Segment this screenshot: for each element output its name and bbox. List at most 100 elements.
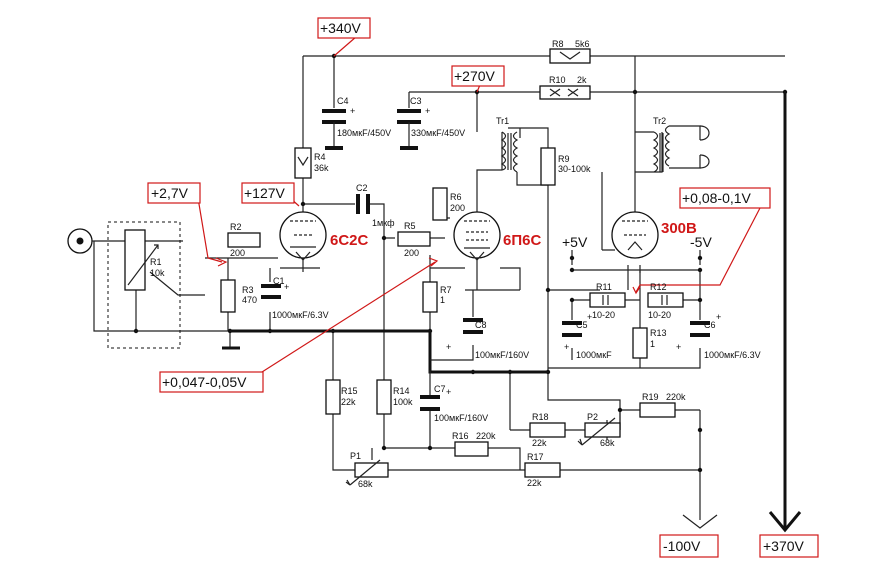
resistor-r19 (639, 402, 676, 418)
label-tr1: Tr1 (496, 116, 509, 126)
value-r5: 200 (404, 248, 419, 258)
tube-name-6p6s: 6П6С (503, 232, 541, 249)
label-r10: R10 (549, 75, 566, 85)
svg-text:+: + (284, 282, 289, 292)
resistor-r14 (376, 379, 392, 415)
voltage-tags: +340V +270V +127V +2,7V +0,047-0,05V +0,… (147, 17, 819, 558)
value-r18: 22k (532, 438, 547, 448)
arrow-down-icon (682, 514, 718, 529)
value-r14: 100k (393, 397, 413, 407)
value-r3: 470 (242, 295, 257, 305)
label-c2: C2 (356, 183, 368, 193)
label-p2: P2 (587, 412, 598, 422)
label-r4: R4 (314, 152, 326, 162)
filament-plus-5v: +5V (562, 234, 588, 250)
capacitors: + + (261, 106, 710, 411)
wires (93, 55, 787, 528)
value-r7: 1 (440, 295, 445, 305)
value-r9: 30-100k (558, 164, 591, 174)
label-r18: R18 (532, 412, 549, 422)
label-c4: C4 (337, 96, 349, 106)
label-r6: R6 (450, 192, 462, 202)
tube-6s2s (279, 211, 327, 259)
value-c5: 1000мкF (576, 350, 612, 360)
label-r16: R16 (452, 431, 469, 441)
label-c3: C3 (410, 96, 422, 106)
value-r1: 10k (150, 268, 165, 278)
value-c3: 330мкF/450V (411, 128, 465, 138)
resistor-r6 (432, 187, 448, 221)
label-c6: C6 (704, 320, 716, 330)
tag-2-7v: +2,7V (151, 185, 189, 201)
value-c6: 1000мкF/6.3V (704, 350, 761, 360)
filament-minus-5v: -5V (690, 234, 712, 250)
tag-370v: +370V (763, 538, 805, 554)
value-r19: 220k (666, 392, 686, 402)
value-r8: 5k6 (575, 39, 590, 49)
label-r17: R17 (527, 452, 544, 462)
label-r9: R9 (558, 154, 570, 164)
value-p1: 68k (358, 479, 373, 489)
label-r14: R14 (393, 386, 410, 396)
svg-text:+: + (587, 312, 592, 322)
value-c7: 100мкF/160V (434, 413, 488, 423)
resistor-r8 (549, 48, 591, 64)
resistor-r18 (529, 422, 566, 438)
resistor-r17 (524, 462, 561, 478)
value-r11: 10-20 (592, 310, 615, 320)
resistor-r16 (454, 441, 489, 457)
svg-text:+: + (446, 387, 451, 397)
resistors (124, 48, 684, 486)
value-c2: 1мкф (372, 218, 395, 228)
component-labels: R8 5k6 R10 2k R4 36k R1 10k R2 200 R3 47… (150, 39, 761, 489)
tag-0-08v: +0,08-0,1V (682, 190, 752, 206)
resistor-r10 (539, 85, 591, 100)
transformers (500, 125, 671, 173)
svg-text:+: + (446, 342, 451, 352)
potentiometer-p2 (584, 422, 621, 438)
svg-text:+: + (676, 342, 681, 352)
label-r2: R2 (230, 222, 242, 232)
value-r16: 220k (476, 431, 496, 441)
resistor-r2 (227, 232, 261, 248)
label-r15: R15 (341, 386, 358, 396)
tag-127v: +127V (244, 185, 286, 201)
value-r17: 22k (527, 478, 542, 488)
tag-0-047v: +0,047-0,05V (162, 374, 247, 390)
value-r2: 200 (230, 248, 245, 258)
label-r19: R19 (642, 392, 659, 402)
value-c4: 180мкF/450V (337, 128, 391, 138)
resistor-r4 (294, 147, 312, 179)
value-r12: 10-20 (648, 310, 671, 320)
tube-6p6s (453, 211, 501, 259)
tubes (67, 53, 788, 473)
transformer-tr2 (652, 131, 659, 173)
resistor-r15 (325, 379, 341, 415)
tube-name-300b: 300В (661, 220, 697, 237)
value-r10: 2k (577, 75, 587, 85)
label-r7: R7 (440, 285, 452, 295)
label-r3: R3 (242, 285, 254, 295)
label-c8: C8 (475, 320, 487, 330)
svg-text:+: + (564, 342, 569, 352)
potentiometer-r1 (124, 229, 146, 291)
label-r5: R5 (404, 221, 416, 231)
label-r8: R8 (552, 39, 564, 49)
value-r13: 1 (650, 339, 655, 349)
value-c8: 100мкF/160V (475, 350, 529, 360)
value-p2: 68k (600, 438, 615, 448)
value-r4: 36k (314, 163, 329, 173)
resistor-r13 (632, 327, 648, 359)
arrow-down-bold-icon (768, 511, 802, 533)
label-c5: C5 (576, 320, 588, 330)
value-r15: 22k (341, 397, 356, 407)
transformer-tr1 (500, 131, 507, 171)
svg-text:+: + (425, 106, 430, 116)
value-c1: 1000мкF/6.3V (272, 310, 329, 320)
label-tr2: Tr2 (653, 116, 666, 126)
resistor-r9 (540, 147, 556, 186)
label-r13: R13 (650, 328, 667, 338)
label-p1: P1 (350, 451, 361, 461)
label-c1: C1 (273, 276, 285, 286)
